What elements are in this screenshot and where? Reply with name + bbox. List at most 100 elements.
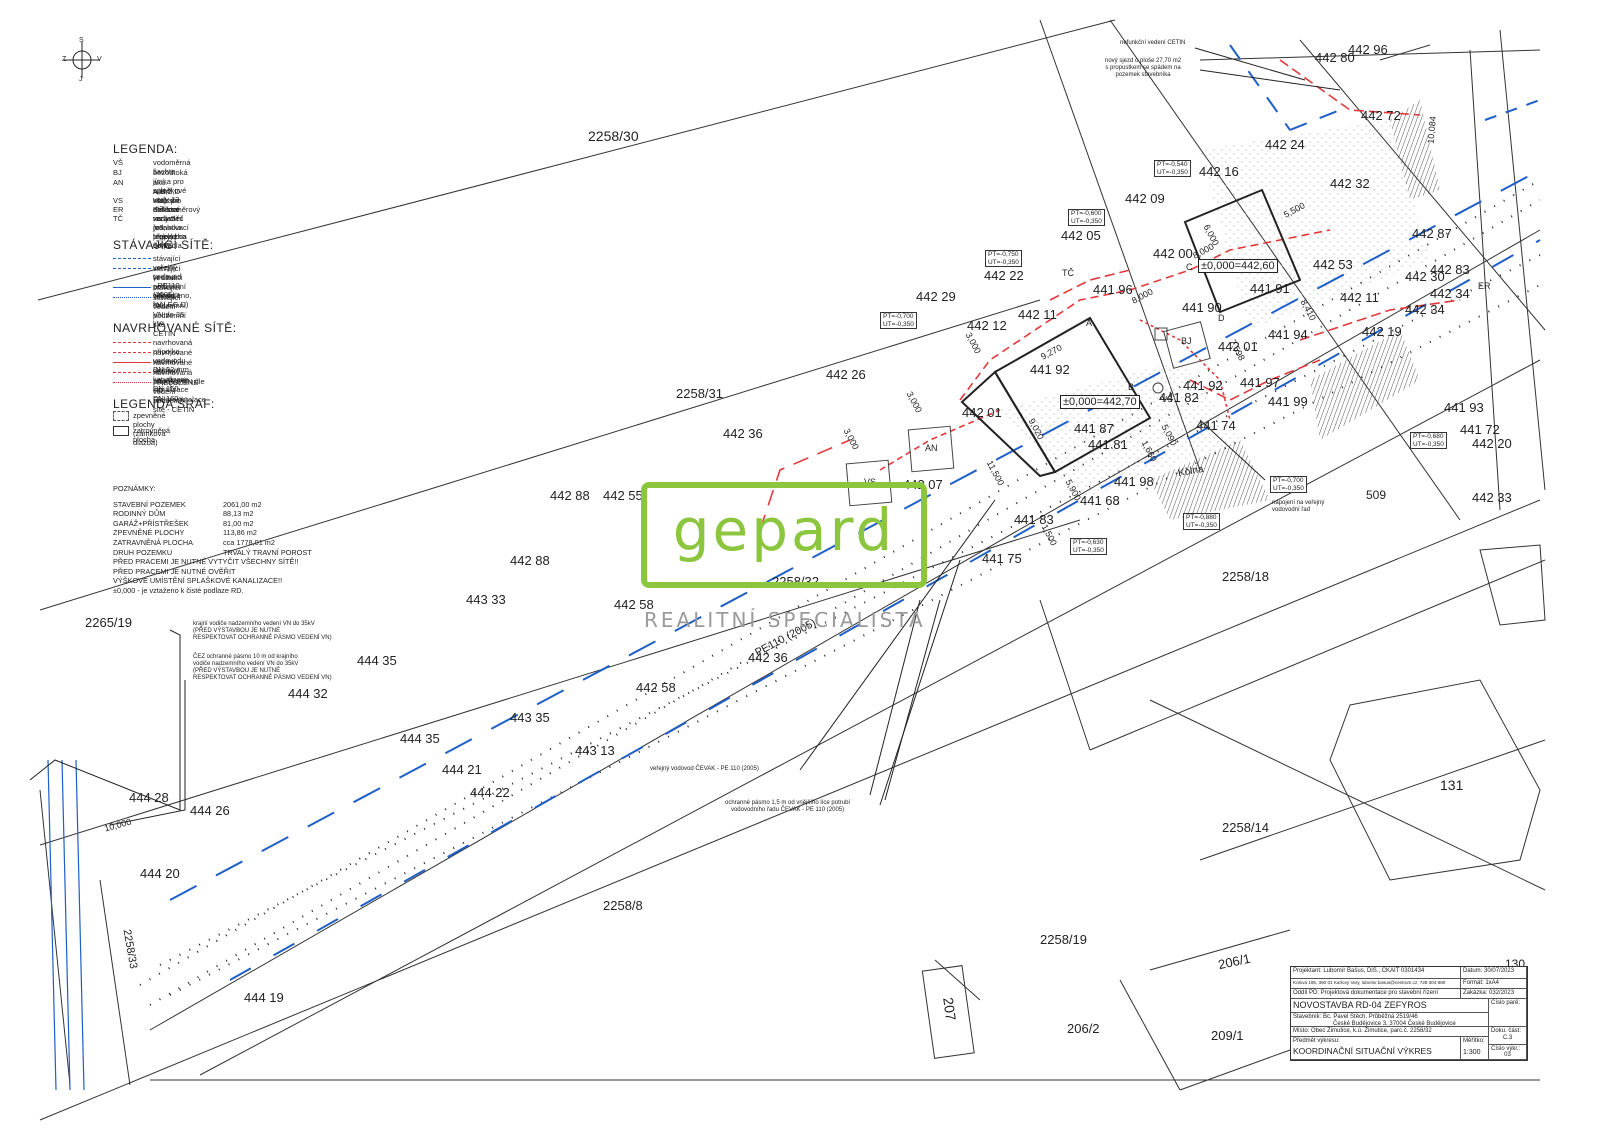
gepard-logo: gepard: [641, 482, 927, 588]
connection-annotation: napojení na veřejný vodovodní řad: [1272, 500, 1325, 513]
parcel-number: 2258/8: [603, 898, 643, 913]
paved-area: [1200, 120, 1430, 330]
nn-connection-swatch: [113, 372, 151, 373]
grass-swatch: [113, 426, 129, 436]
west-label: Z: [62, 56, 67, 63]
part-cell: Oddíl PD: Projektová dokumentace pro sta…: [1291, 989, 1461, 999]
cetin-line-swatch: [113, 297, 151, 298]
address-cell: Kolová 195, 360 01 Karlovy Vary, lubomir…: [1291, 979, 1461, 989]
parcel-number: 2258/14: [1222, 820, 1269, 835]
format-cell: Formát: 1xA4: [1461, 979, 1527, 989]
hatch-legend-title: LEGENDA ŠRAF:: [113, 397, 215, 411]
parcel-number: 2258/30: [588, 128, 639, 144]
parcel-number: 2258/18: [1222, 569, 1269, 584]
building-outlines: [921, 544, 1546, 1059]
sewer-swatch: [113, 362, 151, 363]
place-cell: Místo: Obec Žimutice, k.ú. Žimutice, par…: [1291, 1027, 1489, 1037]
electrometer-label: ER: [1478, 281, 1491, 291]
heat-pump-label: TČ: [1062, 268, 1074, 278]
cez-annotation: ČEZ ochranné pásmo 10 m od krajního vodi…: [193, 654, 332, 681]
notes-line: ±0,000 - je vztaženo k čisté podlaze RD.: [113, 585, 244, 595]
notes-title: POZNÁMKY:: [113, 484, 156, 493]
doc-part-cell: Doku. část:C.3: [1489, 1027, 1527, 1045]
water-line-swatch: [113, 258, 151, 259]
vn-overhead-line: [47, 759, 85, 1091]
water-connection-swatch: [113, 342, 151, 343]
title-block: Projektant: Lubomír Bašus, DiS., ČKAIT 0…: [1290, 966, 1528, 1061]
scale-cell: Měřítko:1:300: [1461, 1037, 1489, 1060]
house-outline: [960, 188, 1302, 478]
existing-networks-title: STÁVAJÍCÍ SÍTĚ:: [113, 238, 214, 252]
parcel-number: 131: [1440, 777, 1464, 793]
date-cell: Datum: 30/07/2023: [1461, 967, 1527, 979]
part-no-cell: Číslo parě:: [1489, 999, 1527, 1027]
water-meter-shaft-label: VŠ: [1162, 395, 1173, 404]
trap-label: D: [1218, 313, 1225, 323]
parcel-number: 509: [1366, 488, 1387, 502]
house-level-label: ±0,000=442,70: [1060, 395, 1140, 409]
proposed-networks-title: NAVRHOVANÉ SÍTĚ:: [113, 321, 237, 335]
trap-label: A: [1086, 318, 1093, 328]
notes-line: PŘED PRACEMI JE NUTNÉ OVĚŘIT: [113, 566, 236, 576]
east-label: V: [97, 56, 102, 63]
order-cell: Zakázka: 032/2023: [1461, 989, 1527, 999]
trap-label: C: [1186, 262, 1193, 272]
notes-line: VÝŠKOVÉ UMÍSTĚNÍ SPLAŠKOVÉ KANALIZACE!!: [113, 576, 283, 586]
south-label: J: [79, 76, 83, 83]
drawing-no-cell: Číslo výkr.:03: [1489, 1045, 1527, 1060]
hatch-area: [1150, 440, 1270, 520]
paved-swatch: [113, 411, 129, 421]
cesspool-label: BJ: [1181, 336, 1192, 346]
cetin-dead-annotation: nefunkční vedení CETIN: [1120, 40, 1186, 46]
leader-lines: [29, 47, 1341, 826]
subject-cell: Předmět výkresu:KOORDINAČNÍ SITUAČNÍ VÝK…: [1291, 1037, 1461, 1060]
driveway-annotation: nový sjezd o ploše 27,70 m2 s propustkem…: [1105, 58, 1182, 78]
vn-edge-annotation: krajní vodiče nadzemního vedení VN do 35…: [193, 621, 332, 641]
proposed-network-lines: [759, 59, 1461, 531]
parcel-boundaries: [37, 19, 1546, 1121]
legend-title: LEGENDA:: [113, 142, 178, 156]
cetin-relocated-swatch: [113, 382, 151, 383]
investor-cell: Stavebník: Bc. Pavel Štěch, Průběžná 251…: [1291, 1013, 1489, 1027]
protection-zone-lines: [139, 179, 1541, 1006]
protection-zone-annotation: ochranné pásmo 1,5 m od vnějšího líce po…: [725, 800, 851, 813]
parcel-number: 207: [940, 996, 960, 1022]
parcel-number: 2265/19: [85, 615, 132, 630]
nn-line-swatch: [113, 268, 151, 269]
hatch-area: [1390, 100, 1440, 200]
designer-cell: Projektant: Lubomír Bašus, DiS., ČKAIT 0…: [1291, 967, 1461, 979]
north-arrow: [64, 42, 100, 78]
notes-line: PŘED PRACEMI JE NUTNÉ VYTYČIT VŠECHNY SÍ…: [113, 557, 299, 567]
tank-label: AN: [925, 443, 938, 453]
garage-level-label: ±0,000=442,60: [1198, 259, 1278, 273]
parcel-number: 206/2: [1067, 1021, 1100, 1036]
project-cell: NOVOSTAVBA RD-04 ZEFYROS: [1291, 999, 1489, 1013]
rain-sewer-swatch: [113, 352, 151, 353]
vn-line-swatch: [113, 287, 151, 288]
north-label: S: [79, 37, 84, 44]
parcel-number: 209/1: [1211, 1028, 1244, 1043]
parcel-number: 2258/31: [676, 386, 723, 401]
water-main-annotation: veřejný vodovod ČEVAK - PE 110 (2005): [650, 766, 759, 772]
parcel-number: 2258/19: [1040, 932, 1087, 947]
logo-subtitle: REALITNÍ SPECIALISTA: [644, 608, 926, 632]
trap-label: B: [1128, 382, 1135, 392]
hatch-area: [1310, 330, 1420, 440]
water-main-line: [169, 44, 1541, 981]
